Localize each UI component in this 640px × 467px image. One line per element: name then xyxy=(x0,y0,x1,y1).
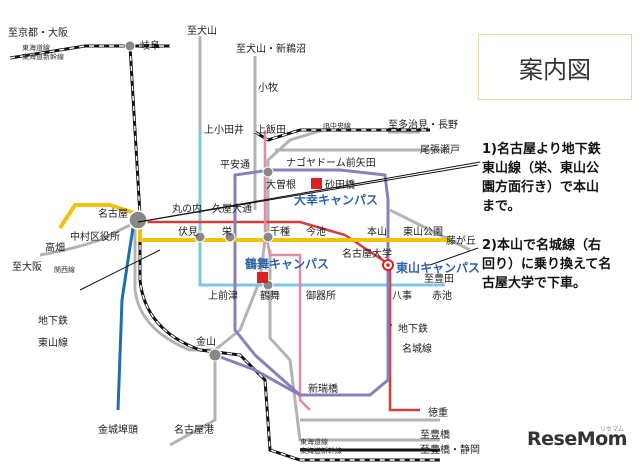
label-owari-seto: 尾張瀬戸 xyxy=(420,144,460,156)
label-heiando: 平安通 xyxy=(220,158,250,171)
label-tokaido-line: 東海道線 xyxy=(22,43,50,52)
label-akaike: 赤池 xyxy=(432,289,452,302)
label-nakamura-kuyakusho: 中村区役所 xyxy=(70,230,120,243)
label-higashiyama-line-1: 地下鉄 xyxy=(38,314,68,327)
aonami-line xyxy=(116,214,137,411)
tsurumai-campus-marker xyxy=(257,272,268,283)
label-gokiso: 御器所 xyxy=(306,289,336,302)
label-toyota: 至豊田 xyxy=(424,272,454,285)
label-higashiyama-campus: 東山キャンパス xyxy=(396,260,480,275)
label-nagoya: 名古屋 xyxy=(98,207,128,220)
label-kansai-line: 関西線 xyxy=(54,265,75,274)
label-aratamabashi: 新瑞橋 xyxy=(308,382,338,395)
jr-line-dashes xyxy=(9,45,440,461)
direction-note-1: 1)名古屋より地下鉄 東山線（栄、東山公 園方面行き）で本山 まで。 xyxy=(482,140,601,216)
label-marunouchi: 丸の内 xyxy=(172,202,202,215)
label-inuyama-shinunuma: 至犬山・新鵜沼 xyxy=(236,42,306,55)
meijo-line-south xyxy=(214,353,301,397)
map-title: 案内図 xyxy=(519,55,591,84)
label-to-osaka: 至大阪 xyxy=(12,260,42,273)
nagoya-daigaku-dot xyxy=(386,263,390,267)
label-nagoya-daigaku: 名古屋大学 xyxy=(342,247,392,260)
meijo-line xyxy=(233,168,390,397)
daiko-campus-marker xyxy=(311,178,322,189)
label-toyohashi: 至豊橋 xyxy=(420,428,450,441)
resemom-logo-sub: リセマム xyxy=(600,426,625,433)
label-kyoto-osaka: 至京都・大阪 xyxy=(8,26,68,39)
meitetsu-lines xyxy=(39,36,471,447)
note1-line3: 園方面行き）で本山 xyxy=(482,180,600,195)
label-tokaido-shinkansen: 東海道新幹線 xyxy=(22,52,64,61)
note1-line2: 東山線（栄、東山公 xyxy=(482,161,600,176)
direction-note-2: 2)本山で名城線（右 回り）に乗り換えて名 古屋大学で下車。 xyxy=(482,236,611,293)
station-markers xyxy=(124,40,274,362)
label-inuyama: 至犬山 xyxy=(187,24,217,37)
note2-line3: 古屋大学で下車。 xyxy=(482,276,587,291)
label-higashiyama-line-2: 東山線 xyxy=(38,336,68,349)
note1-line1: 1)名古屋より地下鉄 xyxy=(482,142,601,157)
label-daiko-campus: 大幸キャンパス xyxy=(294,192,378,207)
label-gifu: 岐阜 xyxy=(140,39,160,52)
label-sakae: 栄 xyxy=(222,226,232,238)
label-meijo-line-2: 名城線 xyxy=(402,342,432,355)
higashiyama-line xyxy=(58,203,450,242)
label-ozone: 大曽根 xyxy=(266,178,296,191)
label-kamiotai: 上小田井 xyxy=(204,123,244,136)
label-toyohashi-shizuoka: 至豊橋・静岡 xyxy=(420,443,480,456)
label-fujigaoka: 藤が丘 xyxy=(446,234,476,247)
annotation-pointers xyxy=(79,161,481,326)
note2-line2: 回り）に乗り換えて名 xyxy=(482,257,612,272)
label-meijo-line-1: 地下鉄 xyxy=(398,322,428,335)
sakura-dori-line xyxy=(140,220,420,412)
label-sunadabashi: 砂田橋 xyxy=(325,178,355,191)
label-tokaido-shinkansen-2: 東海道新幹線 xyxy=(300,446,342,455)
tsurumai-line xyxy=(198,130,445,287)
label-tsurumai-campus: 鶴舞キャンパス xyxy=(245,256,329,271)
label-nagoya-dome: ナゴヤドーム前矢田 xyxy=(286,156,376,169)
label-yagoto: 八事 xyxy=(392,289,412,302)
kamiiida-line xyxy=(263,130,311,411)
note1-line4: まで。 xyxy=(482,199,521,214)
label-imaike: 今池 xyxy=(306,225,326,238)
label-higashiyama-koen: 東山公園 xyxy=(403,225,443,238)
label-chikusa: 千種 xyxy=(270,225,290,238)
title-box: 案内図 xyxy=(478,34,632,100)
label-hisaya-odori: 久屋大通 xyxy=(212,202,252,215)
label-fushimi: 伏見 xyxy=(178,225,198,238)
nagoya-station-marker xyxy=(128,210,148,230)
note2-line1: 2)本山で名城線（右 xyxy=(482,238,601,253)
label-nagoya-ko: 名古屋港 xyxy=(174,423,214,436)
label-kanayama: 金山 xyxy=(196,335,216,348)
label-tsurumai: 鶴舞 xyxy=(260,289,280,302)
label-motoyama: 本山 xyxy=(367,225,387,238)
label-tokushige: 徳重 xyxy=(428,406,448,419)
label-jr-chuo-line: JR中央線 xyxy=(322,121,351,130)
label-komaki: 小牧 xyxy=(258,81,278,94)
resemom-logo: ReseMom xyxy=(527,428,627,450)
label-kamimaezu: 上前津 xyxy=(208,289,238,302)
label-takabata: 高畑 xyxy=(45,241,65,254)
label-kinjofuto: 金城埠頭 xyxy=(98,423,138,436)
label-kamiiida: 上飯田 xyxy=(256,123,286,136)
label-tajimi: 至多治見・長野 xyxy=(388,118,458,131)
label-tokaido-line-2: 東海道線 xyxy=(300,437,328,446)
